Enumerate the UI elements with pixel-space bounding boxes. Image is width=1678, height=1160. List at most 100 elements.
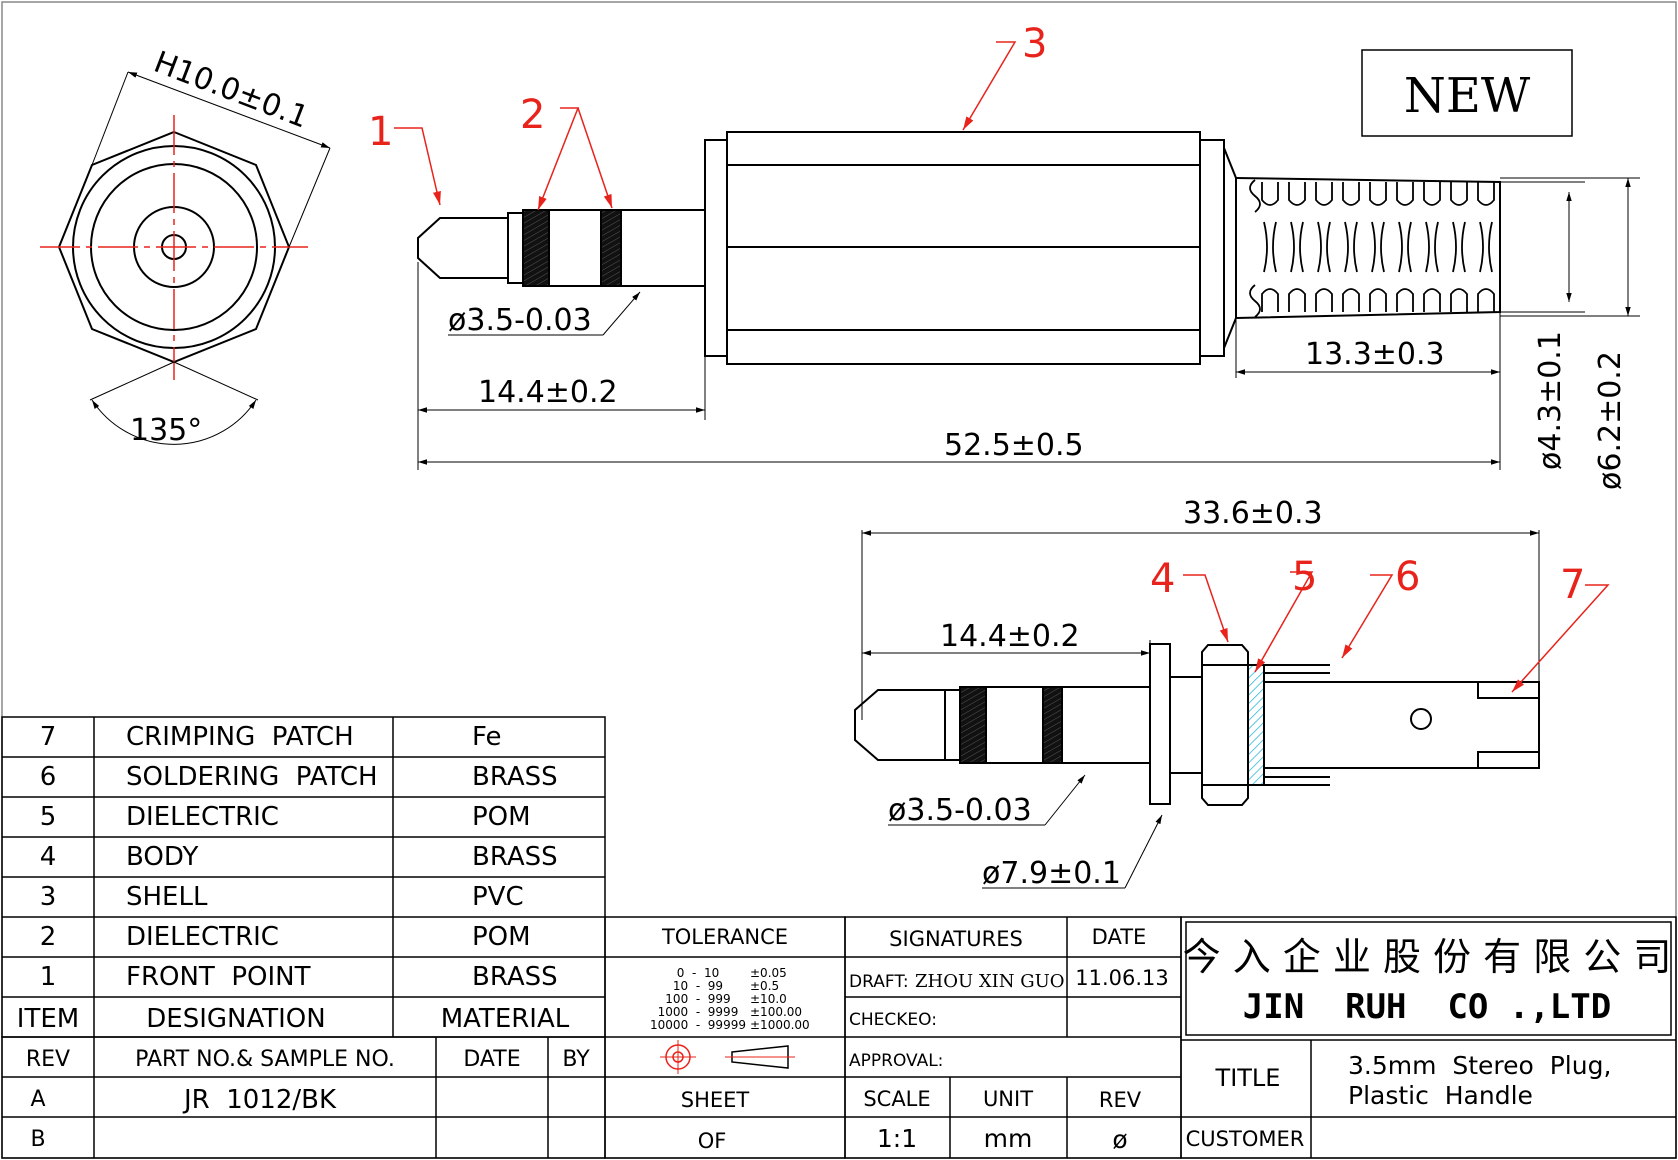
unit-label: UNIT [983, 1087, 1033, 1111]
checked-label: CHECKEO: [849, 1010, 937, 1030]
company-name-en: JIN RUH CO .,LTD [1243, 987, 1611, 1027]
handle-ribs [1261, 182, 1495, 312]
balloon-leaders-bottom [1183, 571, 1610, 693]
tolerance-range: 10 - 99 [673, 979, 723, 993]
rev-value: ø [1112, 1125, 1127, 1154]
balloon-leaders-top [394, 41, 1017, 211]
bom-header-designation: DESIGNATION [146, 1004, 325, 1034]
bom-material: BRASS [472, 842, 558, 872]
revision-table [1, 1036, 606, 1159]
rev-header-date: DATE [463, 1047, 520, 1072]
top-dimension-lines [417, 177, 1640, 470]
title-label: TITLE [1215, 1064, 1281, 1092]
handle-rib [1342, 182, 1360, 312]
bom-item: 1 [40, 962, 57, 992]
balloon-1: 1 [368, 109, 393, 155]
title-line-1: 3.5mm Stereo Plug, [1348, 1051, 1611, 1080]
bom-table [1, 716, 606, 1038]
rev-header-part: PART NO.& SAMPLE NO. [135, 1047, 395, 1072]
bom-header-item: ITEM [17, 1004, 79, 1034]
tolerance-range: 100 - 999 [665, 992, 730, 1006]
tolerance-value: ±0.5 [750, 979, 779, 993]
bom-designation: CRIMPING PATCH [126, 722, 354, 752]
rev-row-rev: B [30, 1127, 45, 1152]
bom-designation: SOLDERING PATCH [126, 762, 378, 792]
rev-header-by: BY [562, 1047, 590, 1072]
unit-value: mm [984, 1124, 1033, 1153]
tip-dia-top-dim: ø3.5-0.03 [448, 303, 592, 338]
title-line-2: Plastic Handle [1348, 1081, 1533, 1110]
tolerance-range: 0 - 10 [677, 966, 720, 980]
bom-designation: BODY [126, 842, 198, 872]
tolerance-table: 0 - 10 ±0.05 10 - 99 ±0.5 100 - 999 ±10.… [650, 966, 810, 1032]
plug-body-view [854, 643, 1540, 806]
flange-dia-dim: ø7.9±0.1 [982, 856, 1121, 891]
tolerance-block [604, 916, 846, 1159]
rev-row-part: JR 1012/BK [182, 1085, 337, 1115]
handle-rib [1423, 182, 1441, 312]
sheet-label: SHEET [681, 1088, 750, 1112]
handle-rib [1450, 182, 1468, 312]
tolerance-range: 1000 - 9999 [658, 1005, 739, 1019]
bottom-dimension-lines [861, 530, 1540, 889]
of-label: OF [698, 1129, 727, 1153]
handle-dia-small-dim: ø4.3±0.1 [1533, 331, 1568, 470]
company-name-cn: 今 入 企 业 股 份 有 限 公 司 [1183, 935, 1672, 979]
date-title: DATE [1092, 925, 1147, 949]
new-box [1361, 49, 1573, 137]
handle-len-dim: 13.3±0.3 [1305, 337, 1445, 372]
bom-material: BRASS [472, 762, 558, 792]
hex-end-view [40, 71, 331, 445]
draft-date: 11.06.13 [1075, 966, 1169, 990]
tip-len-bottom-dim: 14.4±0.2 [940, 619, 1080, 654]
balloon-6: 6 [1395, 554, 1420, 600]
balloon-7: 7 [1560, 562, 1585, 608]
tolerance-title: TOLERANCE [661, 925, 788, 949]
handle-rib [1369, 182, 1387, 312]
bom-designation: SHELL [126, 882, 208, 912]
bom-material: POM [472, 802, 531, 832]
bom-item: 5 [40, 802, 57, 832]
signature-block [844, 916, 1182, 1159]
bom-item: 7 [40, 722, 57, 752]
balloon-3: 3 [1022, 21, 1047, 67]
bom-designation: DIELECTRIC [126, 922, 279, 952]
new-label: NEW [1404, 68, 1531, 124]
rev-header-rev: REV [26, 1047, 70, 1072]
rev-label: REV [1099, 1088, 1142, 1112]
tip-len-top-dim: 14.4±0.2 [478, 375, 618, 410]
handle-rib [1288, 182, 1306, 312]
handle-rib [1315, 182, 1333, 312]
bom-material: PVC [472, 882, 524, 912]
draft-name: ZHOU XIN GUO [915, 971, 1065, 992]
bom-designation: FRONT POINT [126, 962, 311, 992]
title-block [1180, 916, 1677, 1159]
signatures-title: SIGNATURES [889, 927, 1023, 951]
balloon-5: 5 [1292, 554, 1317, 600]
tolerance-range: 10000 - 99999 [650, 1018, 746, 1032]
balloon-2: 2 [520, 92, 545, 138]
plug-side-view [417, 131, 1501, 365]
tolerance-value: ±1000.00 [750, 1018, 810, 1032]
handle-rib [1396, 182, 1414, 312]
handle-rib [1261, 182, 1279, 312]
handle-rib [1477, 182, 1495, 312]
tolerance-value: ±100.00 [750, 1005, 802, 1019]
rev-row-rev: A [30, 1087, 45, 1112]
bom-item: 2 [40, 922, 57, 952]
balloon-4: 4 [1150, 556, 1175, 602]
customer-label: CUSTOMER [1186, 1127, 1305, 1151]
bom-material: BRASS [472, 962, 558, 992]
tolerance-value: ±10.0 [750, 992, 787, 1006]
bom-item: 6 [40, 762, 57, 792]
bom-rows: 7 CRIMPING PATCH Fe 6 SOLDERING PATCH BR… [17, 722, 570, 1034]
tolerance-value: ±0.05 [750, 966, 787, 980]
bom-item: 4 [40, 842, 57, 872]
approval-label: APPROVAL: [849, 1051, 943, 1071]
bom-header-material: MATERIAL [441, 1004, 570, 1034]
hex-angle-dim: 135° [130, 413, 202, 448]
overall-len-dim: 52.5±0.5 [944, 428, 1084, 463]
bom-material: Fe [472, 722, 502, 752]
scale-label: SCALE [863, 1087, 930, 1111]
handle-dia-large-dim: ø6.2±0.2 [1593, 351, 1628, 490]
